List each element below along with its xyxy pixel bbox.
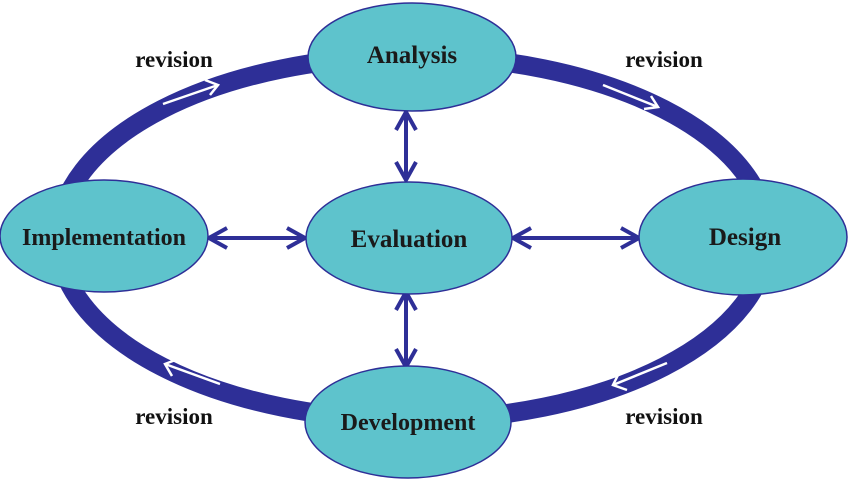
node-design: Design	[638, 178, 848, 296]
ring-arrow-top-right	[602, 83, 661, 111]
ring-arrow-bottom-left	[163, 357, 221, 386]
node-development: Development	[304, 365, 512, 479]
revision-label-bottom-left: revision	[135, 404, 213, 429]
ring-arrow-bottom-right	[611, 361, 668, 392]
node-implementation: Implementation	[0, 179, 209, 293]
node-evaluation-label: Evaluation	[351, 226, 468, 253]
node-development-label: Development	[341, 410, 476, 436]
ring-arrow-top-left	[162, 78, 221, 106]
node-evaluation: Evaluation	[305, 181, 513, 295]
node-implementation-label: Implementation	[22, 225, 186, 251]
node-analysis: Analysis	[307, 2, 517, 112]
revision-label-top-left: revision	[135, 47, 213, 72]
revision-label-bottom-right: revision	[625, 404, 703, 429]
node-analysis-label: Analysis	[367, 42, 458, 69]
revision-label-top-right: revision	[625, 47, 703, 72]
node-design-label: Design	[709, 224, 781, 251]
